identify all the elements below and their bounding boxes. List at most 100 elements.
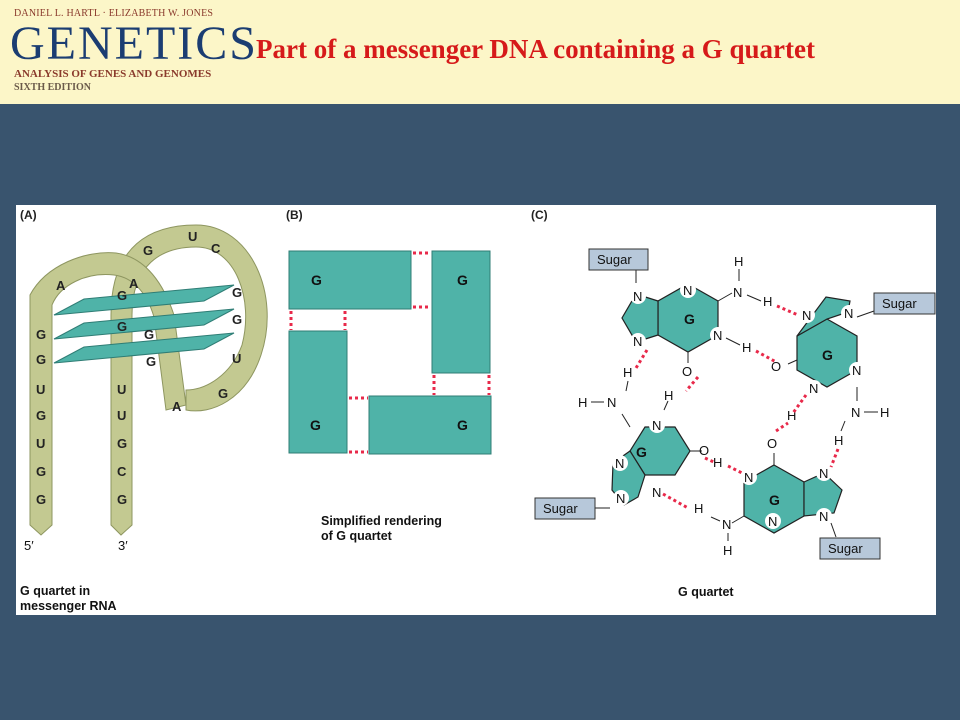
quartet-plane-3 [53, 332, 235, 364]
base-letter: C [117, 464, 127, 479]
svg-text:N: N [819, 509, 828, 524]
base-letter: U [188, 229, 197, 244]
svg-text:H: H [664, 388, 673, 403]
three-prime-end: 3′ [118, 538, 128, 553]
base-letter: G [232, 312, 242, 327]
svg-text:N: N [652, 485, 661, 500]
g-block-label: G [310, 417, 321, 433]
base-letter: G [232, 285, 242, 300]
figure: (A) G G U G U G G A U U G C G G U C A G … [16, 205, 936, 615]
ribbon-left-strand [29, 252, 187, 536]
logo-edition: SIXTH EDITION [14, 82, 91, 93]
svg-text:N: N [768, 514, 777, 529]
base-letter: G [36, 408, 46, 423]
slide-title: Part of a messenger DNA containing a G q… [256, 34, 815, 64]
sugar-label: Sugar [597, 252, 632, 267]
panel-a-label: (A) [20, 208, 37, 222]
svg-text:H: H [623, 365, 632, 380]
genetics-logo: DANIEL L. HARTL · ELIZABETH W. JONES GEN… [0, 0, 256, 104]
base-g: G [822, 347, 833, 363]
svg-text:H: H [742, 340, 751, 355]
base-letter: C [211, 241, 221, 256]
svg-text:H: H [880, 405, 889, 420]
svg-text:N: N [607, 395, 616, 410]
panel-a-caption: G quartet in [20, 584, 90, 598]
svg-text:N: N [733, 285, 742, 300]
quartet-plane-2 [53, 308, 235, 340]
svg-text:N: N [851, 405, 860, 420]
svg-text:N: N [652, 418, 661, 433]
guanine-bottom: N N N N G [741, 464, 843, 534]
base-letter: A [129, 276, 139, 291]
g-block-label: G [311, 272, 322, 288]
svg-text:H: H [694, 501, 703, 516]
g-block-bottom-left [288, 330, 348, 454]
guanine-left: N N N N G [611, 417, 691, 506]
svg-text:O: O [767, 436, 777, 451]
svg-text:N: N [713, 328, 722, 343]
base-letter: G [36, 464, 46, 479]
base-letter: G [36, 492, 46, 507]
base-letter: U [117, 408, 126, 423]
svg-text:N: N [852, 363, 861, 378]
svg-text:H: H [834, 433, 843, 448]
base-letter: G [144, 327, 154, 342]
sugar-box [588, 248, 649, 271]
svg-text:O: O [682, 364, 692, 379]
base-letter: G [117, 492, 127, 507]
base-g: G [769, 492, 780, 508]
svg-text:H: H [723, 543, 732, 558]
base-letter: U [36, 382, 45, 397]
base-letter: G [146, 354, 156, 369]
svg-text:N: N [844, 306, 853, 321]
panel-a-caption: messenger RNA [20, 599, 117, 613]
sugar-box [534, 497, 596, 520]
g-block-top-left [288, 250, 412, 310]
guanine-right: N N N N G [796, 296, 865, 396]
figure-svg: (A) G G U G U G G A U U G C G G U C A G … [20, 208, 936, 613]
guanine-top-left: N N N N G [621, 282, 726, 353]
sugar-label: Sugar [828, 541, 863, 556]
svg-text:H: H [763, 294, 772, 309]
base-letter: G [117, 319, 127, 334]
svg-text:H: H [713, 455, 722, 470]
five-prime-end: 5′ [24, 538, 34, 553]
svg-text:O: O [771, 359, 781, 374]
panel-b: (B) G G G G Simplified rendering of G qu… [286, 208, 492, 543]
sugar-label: Sugar [882, 296, 917, 311]
base-letter: G [218, 386, 228, 401]
sugar-box [873, 292, 936, 315]
logo-subtitle: ANALYSIS OF GENES AND GENOMES [14, 68, 212, 80]
sugar-box [819, 537, 881, 560]
panel-c: (C) N N N N G N H H H O Sugar N N N [531, 208, 936, 599]
base-letter: U [232, 351, 241, 366]
base-letter: G [36, 352, 46, 367]
logo-title: GENETICS [10, 17, 258, 70]
base-letter: A [172, 399, 182, 414]
base-letter: G [143, 243, 153, 258]
svg-text:H: H [578, 395, 587, 410]
svg-text:N: N [616, 491, 625, 506]
base-g: G [684, 311, 695, 327]
svg-text:N: N [633, 289, 642, 304]
panel-b-caption: Simplified rendering [321, 514, 442, 528]
panel-c-caption: G quartet [678, 585, 734, 599]
svg-text:N: N [633, 334, 642, 349]
svg-text:N: N [802, 308, 811, 323]
base-letter: G [36, 327, 46, 342]
g-block-bottom-right [368, 395, 492, 455]
panel-b-label: (B) [286, 208, 303, 222]
g-block-label: G [457, 272, 468, 288]
panel-b-caption: of G quartet [321, 529, 393, 543]
panel-c-label: (C) [531, 208, 548, 222]
sugar-label: Sugar [543, 501, 578, 516]
hbonds-c [634, 304, 840, 510]
svg-text:N: N [744, 470, 753, 485]
svg-text:O: O [699, 443, 709, 458]
svg-text:N: N [809, 381, 818, 396]
header: DANIEL L. HARTL · ELIZABETH W. JONES GEN… [0, 0, 960, 104]
base-g: G [636, 444, 647, 460]
svg-text:H: H [734, 254, 743, 269]
base-letter: G [117, 436, 127, 451]
quartet-plane-1 [53, 284, 235, 316]
